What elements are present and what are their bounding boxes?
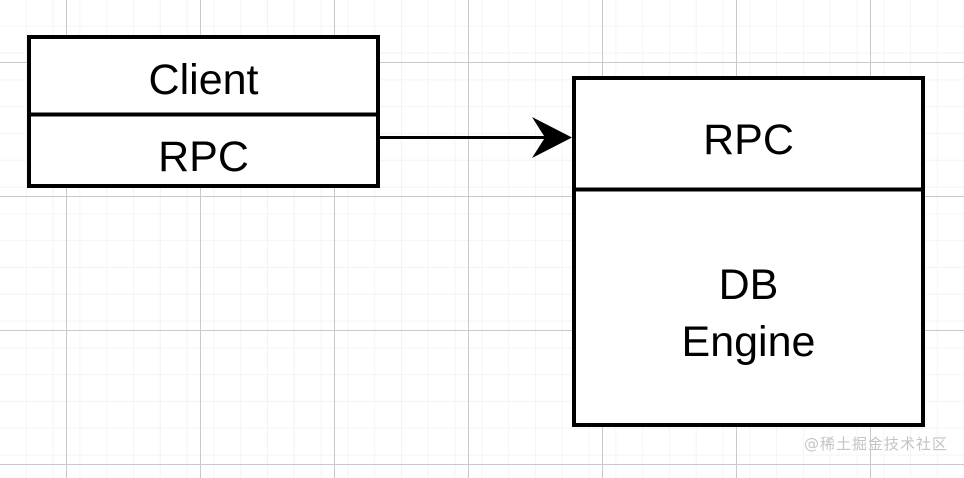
server-node-rpc-label: RPC [703, 116, 794, 164]
server-node[interactable]: RPC DB Engine [572, 76, 925, 427]
client-to-server-arrow[interactable] [380, 117, 572, 158]
server-node-outline[interactable] [572, 76, 925, 427]
server-node-engine-label-line1: DB [719, 261, 779, 309]
client-node-rpc-label: RPC [158, 133, 249, 181]
watermark: @稀土掘金技术社区 [803, 435, 948, 453]
server-node-engine-label-line2: Engine [682, 318, 816, 366]
client-node[interactable]: Client RPC [27, 35, 380, 188]
client-node-title: Client [149, 56, 259, 104]
client-to-server-arrow-head [532, 117, 572, 158]
client-node-outline[interactable] [27, 35, 380, 188]
